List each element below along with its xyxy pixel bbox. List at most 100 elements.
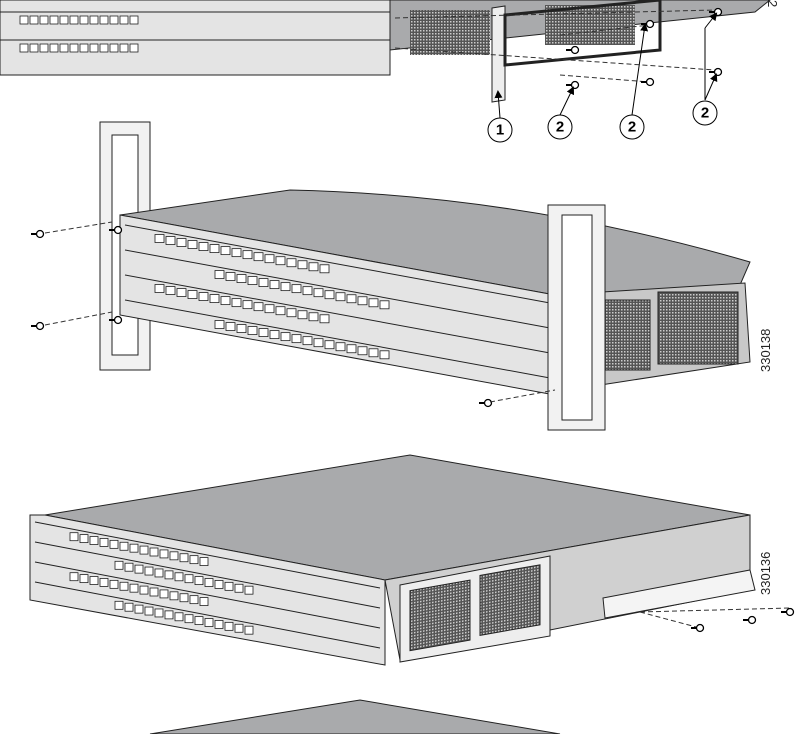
network-port (357, 296, 368, 306)
network-port (154, 234, 165, 243)
chassis-front (0, 0, 391, 76)
screw-icon (35, 321, 45, 331)
network-port (209, 294, 220, 304)
network-port (335, 342, 346, 352)
network-port (159, 549, 169, 559)
network-port (119, 15, 129, 25)
network-port (368, 298, 379, 308)
network-port (69, 532, 79, 542)
network-port (109, 539, 119, 549)
module-divider (34, 581, 381, 649)
network-port (69, 43, 79, 53)
network-port (236, 274, 247, 283)
figure-id: 2 (765, 0, 780, 7)
network-port (198, 292, 209, 301)
panel-2-rack-installation: 330138 (31, 121, 773, 431)
network-port (176, 238, 187, 247)
network-port (49, 15, 59, 25)
network-port (129, 583, 139, 593)
network-port (258, 278, 269, 287)
network-port (134, 564, 144, 574)
network-port (19, 43, 29, 53)
network-port (114, 600, 124, 610)
callout-label: 2 (556, 119, 564, 136)
network-port (234, 623, 244, 633)
mounting-bracket-frame (503, 0, 662, 67)
slide-rail (602, 569, 756, 619)
network-port (324, 290, 335, 300)
network-port (179, 593, 189, 603)
screw-icon (713, 67, 723, 77)
network-port (269, 280, 280, 290)
network-port (308, 262, 319, 272)
network-port (124, 602, 134, 612)
network-port (129, 15, 139, 25)
network-port (79, 534, 89, 544)
network-port (214, 270, 225, 279)
network-port (319, 264, 330, 274)
screw-icon (570, 80, 580, 90)
network-port (149, 587, 159, 597)
network-port (308, 312, 319, 322)
network-port (264, 254, 275, 264)
network-port (302, 286, 313, 296)
network-port (335, 292, 346, 302)
network-port (124, 562, 134, 572)
network-port (179, 553, 189, 563)
network-port (214, 320, 225, 329)
network-port (184, 574, 194, 584)
network-port (69, 572, 79, 582)
screw-icon (645, 77, 655, 87)
network-port (89, 15, 99, 25)
network-port (99, 538, 109, 547)
network-port (244, 625, 254, 635)
network-port (286, 258, 297, 268)
mounting-bracket (491, 5, 506, 103)
network-port (313, 288, 324, 298)
network-port (302, 336, 313, 346)
network-port (154, 284, 165, 293)
network-port (194, 576, 204, 586)
network-port (79, 15, 89, 25)
network-port (114, 560, 124, 570)
network-port (89, 43, 99, 53)
module-divider (34, 541, 381, 609)
module-divider (124, 249, 551, 329)
network-port (165, 236, 176, 245)
screw-icon (35, 229, 45, 239)
network-port (189, 595, 199, 605)
network-port (224, 621, 234, 631)
network-port (368, 348, 379, 358)
network-port (109, 579, 119, 589)
network-port (379, 350, 390, 360)
side-vent (410, 10, 490, 55)
network-port (269, 330, 280, 340)
network-port (19, 15, 29, 25)
screw-icon (645, 19, 655, 29)
network-port (313, 338, 324, 348)
network-port (198, 242, 209, 251)
network-port (119, 541, 129, 551)
network-port (236, 324, 247, 333)
network-port (165, 286, 176, 295)
network-port (280, 282, 291, 292)
network-port (244, 585, 254, 595)
network-port (189, 555, 199, 565)
network-port (220, 296, 231, 306)
network-port (275, 306, 286, 316)
network-port (187, 290, 198, 299)
network-port (49, 43, 59, 53)
network-port (286, 308, 297, 318)
network-port (176, 288, 187, 297)
network-port (291, 284, 302, 294)
network-port (184, 614, 194, 624)
network-port (199, 557, 209, 566)
network-port (39, 43, 49, 53)
panel-3-rear-bracket: 330136 (29, 454, 795, 666)
module-divider (124, 224, 551, 304)
network-port (129, 43, 139, 53)
network-port (199, 597, 209, 606)
network-port (204, 578, 214, 587)
callout-label: 1 (496, 122, 504, 139)
network-port (99, 43, 109, 53)
